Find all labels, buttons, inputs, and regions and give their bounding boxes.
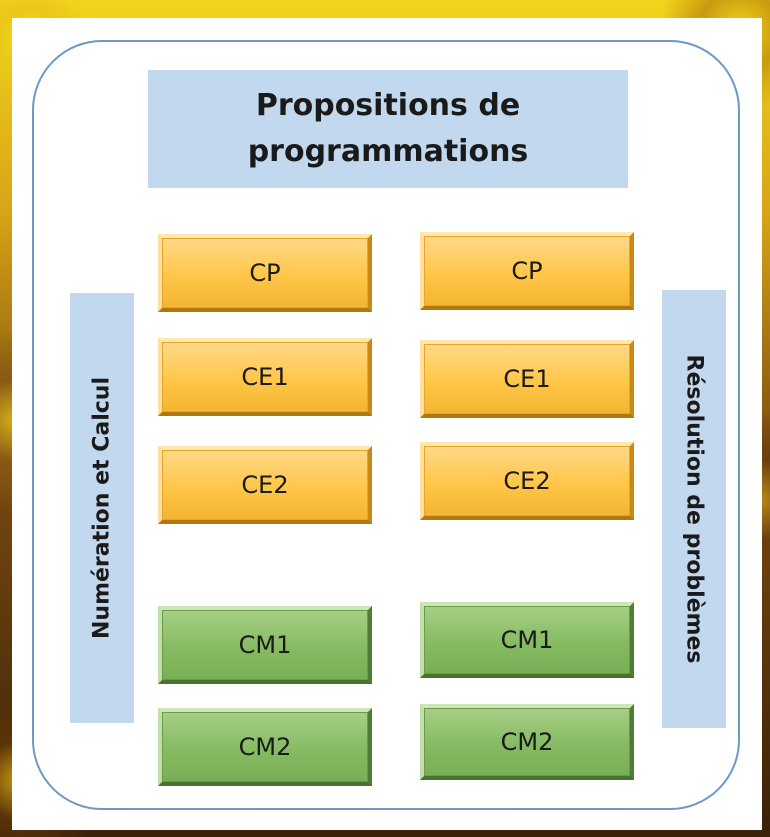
title-box: Propositions de programmations xyxy=(148,70,628,188)
right-band: Résolution de problèmes xyxy=(662,290,726,728)
diagram-card: Propositions de programmations Numératio… xyxy=(12,18,762,830)
right-cm2-box[interactable]: CM2 xyxy=(420,704,634,780)
right-cm1-box[interactable]: CM1 xyxy=(420,602,634,678)
right-ce2-box[interactable]: CE2 xyxy=(420,442,634,520)
diagram-title: Propositions de programmations xyxy=(247,88,529,169)
left-band: Numération et Calcul xyxy=(70,293,134,723)
left-ce1-box[interactable]: CE1 xyxy=(158,338,372,416)
right-cp-box[interactable]: CP xyxy=(420,232,634,310)
right-band-label: Résolution de problèmes xyxy=(681,354,707,664)
left-cm2-box[interactable]: CM2 xyxy=(158,708,372,786)
left-cm1-box[interactable]: CM1 xyxy=(158,606,372,684)
left-ce2-box[interactable]: CE2 xyxy=(158,446,372,524)
rounded-frame xyxy=(32,40,740,810)
left-cp-box[interactable]: CP xyxy=(158,234,372,312)
left-band-label: Numération et Calcul xyxy=(89,377,115,639)
right-ce1-box[interactable]: CE1 xyxy=(420,340,634,418)
